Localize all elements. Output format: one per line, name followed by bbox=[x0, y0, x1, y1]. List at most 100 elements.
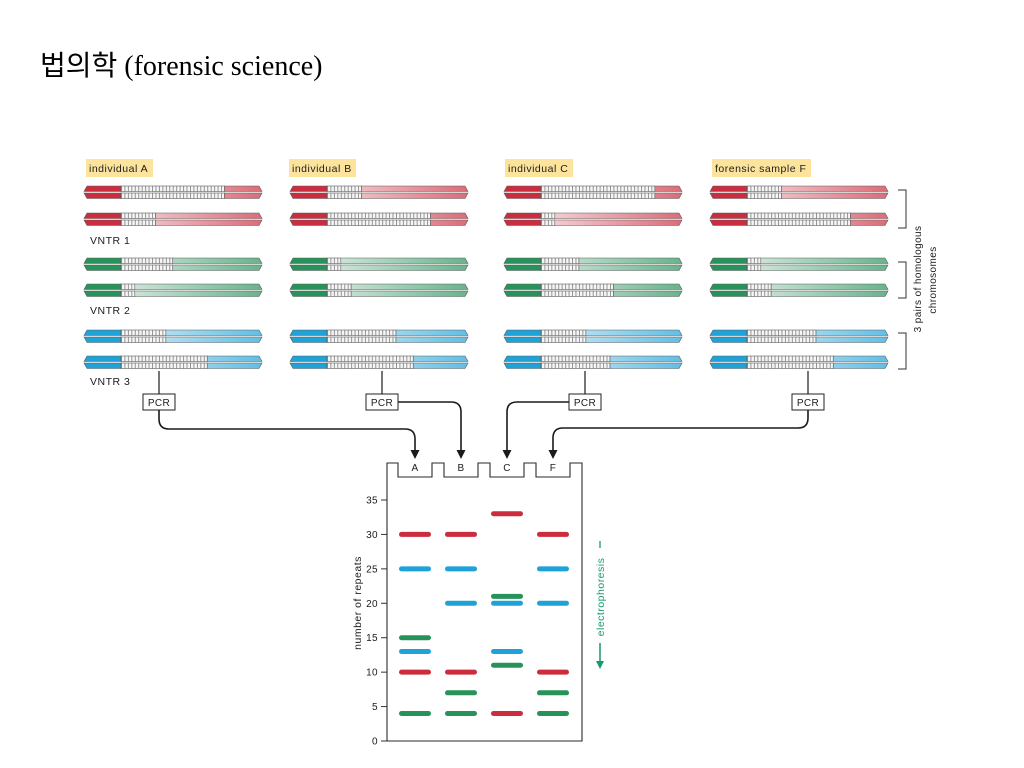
vntr1-chromosome bbox=[503, 185, 683, 199]
lane-label-f: F bbox=[550, 463, 557, 474]
pcr-box-f: PCR bbox=[791, 393, 825, 411]
flanking-dna-left bbox=[83, 290, 122, 297]
flanking-dna-right bbox=[430, 219, 469, 226]
flanking-dna-right bbox=[609, 362, 683, 369]
tandem-repeat-region bbox=[120, 257, 174, 264]
tandem-repeat-region bbox=[326, 362, 414, 369]
flanking-dna-left bbox=[83, 185, 122, 192]
vntr2-chromosome bbox=[83, 283, 263, 297]
tandem-repeat-region bbox=[120, 264, 174, 271]
y-tick-label: 25 bbox=[366, 564, 378, 575]
gel-outline bbox=[386, 462, 583, 742]
connector-f bbox=[552, 410, 809, 451]
column-label-individual-a: individual A bbox=[86, 159, 153, 177]
tandem-repeat-region bbox=[746, 355, 834, 362]
tandem-repeat-region bbox=[746, 212, 851, 219]
tandem-repeat-region bbox=[746, 283, 772, 290]
flanking-dna-right bbox=[350, 290, 469, 297]
tandem-repeat-region bbox=[120, 362, 208, 369]
flanking-dna-left bbox=[83, 192, 122, 199]
flanking-dna-left bbox=[83, 329, 122, 336]
tandem-repeat-region bbox=[540, 264, 580, 271]
y-tick-label: 35 bbox=[366, 496, 378, 507]
flanking-dna-right bbox=[155, 212, 263, 219]
tandem-repeat-region bbox=[746, 290, 772, 297]
lane-label-b: B bbox=[457, 463, 464, 474]
vntr2-chromosome bbox=[289, 283, 469, 297]
gel-band-vntr2 bbox=[537, 710, 569, 716]
tandem-repeat-region bbox=[326, 290, 352, 297]
flanking-dna-right bbox=[172, 264, 263, 271]
flanking-dna-left bbox=[503, 283, 542, 290]
sample-chromosomes bbox=[289, 185, 469, 369]
flanking-dna-left bbox=[289, 355, 328, 362]
vntr-2-label: VNTR 2 bbox=[90, 305, 130, 317]
label-highlight bbox=[712, 159, 811, 177]
pcr-box-c: PCR bbox=[568, 393, 602, 411]
flanking-dna-left bbox=[503, 336, 542, 343]
tandem-repeat-region bbox=[326, 192, 362, 199]
flanking-dna-right bbox=[134, 290, 263, 297]
tandem-repeat-region bbox=[120, 212, 156, 219]
flanking-dna-left bbox=[83, 257, 122, 264]
y-tick-label: 30 bbox=[366, 530, 378, 541]
flanking-dna-left bbox=[709, 264, 748, 271]
tandem-repeat-region bbox=[746, 329, 817, 336]
electrophoresis-label: electrophoresis bbox=[595, 558, 607, 637]
vntr2-chromosome bbox=[503, 283, 683, 297]
flanking-dna-left bbox=[709, 212, 748, 219]
tandem-repeat-region bbox=[540, 283, 614, 290]
bracket-vntr-2 bbox=[898, 261, 907, 299]
gel-band-vntr2 bbox=[491, 662, 523, 668]
arrowhead-f bbox=[548, 450, 558, 459]
sample-chromosomes bbox=[83, 185, 263, 369]
flanking-dna-left bbox=[503, 290, 542, 297]
flanking-dna-right bbox=[832, 362, 889, 369]
arrowhead-c bbox=[502, 450, 512, 459]
flanking-dna-left bbox=[289, 336, 328, 343]
flanking-dna-left bbox=[503, 212, 542, 219]
flanking-dna-left bbox=[83, 212, 122, 219]
flanking-dna-right bbox=[654, 192, 683, 199]
electrophoresis-indicator: electrophoresis bbox=[595, 541, 607, 669]
tandem-repeat-region bbox=[540, 362, 611, 369]
flanking-dna-left bbox=[83, 219, 122, 226]
flanking-dna-right bbox=[578, 257, 683, 264]
flanking-dna-left bbox=[289, 290, 328, 297]
flanking-dna-right bbox=[172, 257, 263, 264]
connector-c bbox=[506, 401, 569, 451]
tandem-repeat-region bbox=[326, 336, 397, 343]
tandem-repeat-region bbox=[540, 192, 656, 199]
flanking-dna-right bbox=[412, 355, 469, 362]
tandem-repeat-region bbox=[540, 329, 587, 336]
y-tick-label: 10 bbox=[366, 668, 378, 679]
flanking-dna-right bbox=[224, 185, 263, 192]
tandem-repeat-region bbox=[540, 257, 580, 264]
y-tick-label: 0 bbox=[372, 737, 378, 748]
flanking-dna-left bbox=[709, 362, 748, 369]
flanking-dna-left bbox=[289, 212, 328, 219]
flanking-dna-right bbox=[770, 283, 889, 290]
tandem-repeat-region bbox=[326, 264, 342, 271]
y-axis-label: number of repeats bbox=[352, 556, 364, 650]
gel-band-vntr1 bbox=[537, 531, 569, 537]
flanking-dna-right bbox=[850, 212, 889, 219]
slide-title: 법의학 (forensic science) bbox=[40, 51, 323, 82]
vntr2-chromosome bbox=[709, 283, 889, 297]
sample-chromosomes bbox=[709, 185, 889, 369]
vntr3-chromosome bbox=[503, 355, 683, 369]
flanking-dna-right bbox=[340, 264, 469, 271]
pcr-label: PCR bbox=[574, 398, 596, 409]
gel-band-vntr2 bbox=[445, 710, 477, 716]
flanking-dna-right bbox=[832, 355, 889, 362]
tandem-repeat-region bbox=[120, 355, 208, 362]
flanking-dna-right bbox=[340, 257, 469, 264]
connector-b bbox=[398, 401, 462, 451]
flanking-dna-left bbox=[503, 362, 542, 369]
flanking-dna-left bbox=[289, 264, 328, 271]
tandem-repeat-region bbox=[540, 212, 556, 219]
tandem-repeat-region bbox=[326, 212, 431, 219]
flanking-dna-left bbox=[709, 336, 748, 343]
gel-band-vntr1 bbox=[491, 511, 523, 517]
